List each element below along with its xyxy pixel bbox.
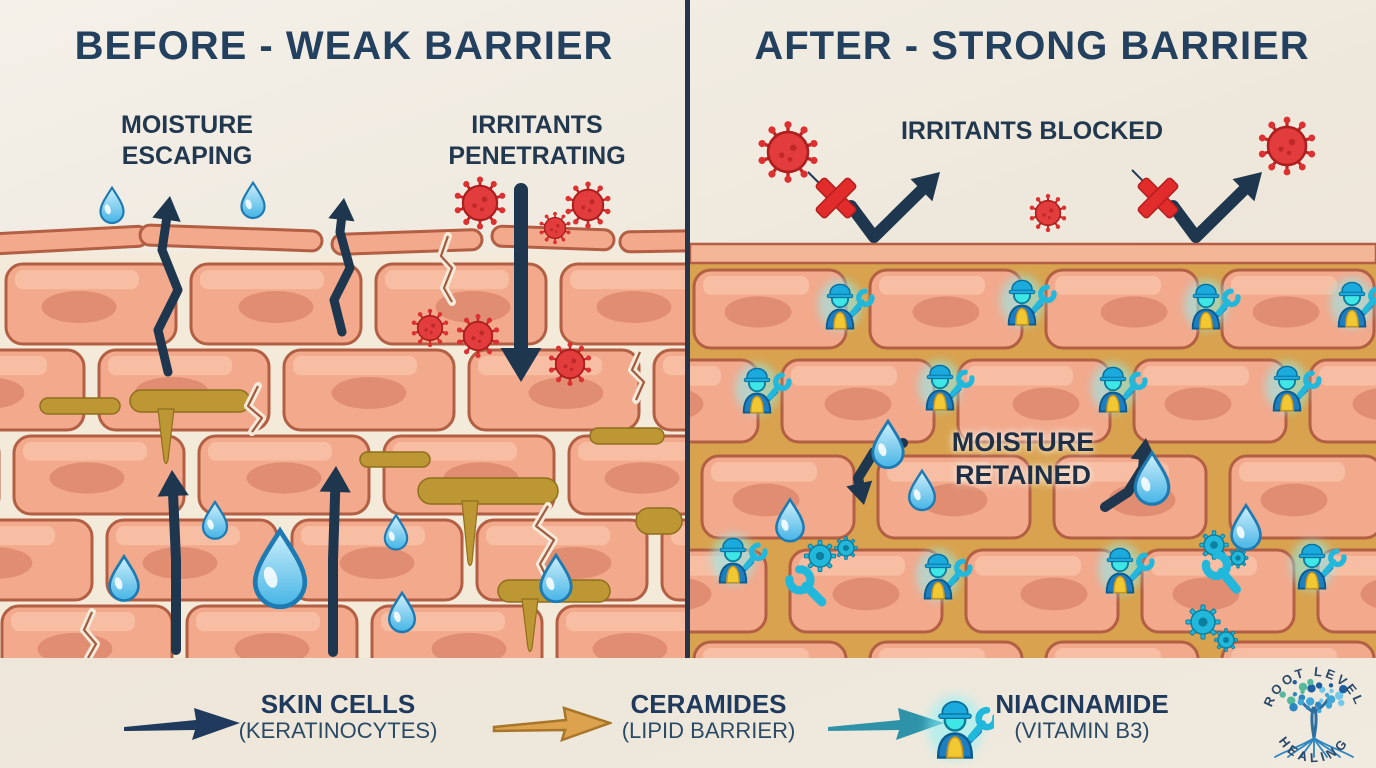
gear-icon bbox=[1214, 628, 1238, 652]
legend-item-skin-cells-arrow bbox=[122, 700, 242, 749]
legend-niacinamide-sublabel: (VITAMIN B3) bbox=[1014, 718, 1150, 744]
gear-icon bbox=[834, 536, 858, 560]
blocked-x-icon bbox=[815, 177, 857, 219]
brand-logo: ROOT LEVEL HEALING bbox=[1256, 662, 1372, 768]
moisture-up-arrow bbox=[319, 466, 351, 657]
right-panel-illustration bbox=[688, 116, 1376, 658]
moisture-retained-label: MOISTURE RETAINED bbox=[952, 426, 1095, 492]
legend-item-ceramides-arrow bbox=[492, 700, 614, 749]
irritants-blocked-label: IRRITANTS BLOCKED bbox=[900, 117, 1164, 145]
legend-skin-cells-sublabel: (KERATINOCYTES) bbox=[238, 718, 438, 744]
moisture-escaping-line2: ESCAPING bbox=[121, 141, 253, 170]
blocked-x-icon bbox=[1137, 177, 1179, 219]
before-title: BEFORE - WEAK BARRIER bbox=[74, 24, 614, 68]
deflect-arrow bbox=[845, 172, 940, 243]
irritant-virus-icon bbox=[456, 313, 500, 359]
legend-item-niacinamide-arrow bbox=[826, 700, 946, 749]
gear-icon bbox=[1227, 547, 1249, 569]
moisture-up-arrow bbox=[152, 196, 183, 377]
water-drop-icon bbox=[240, 181, 266, 220]
panel-divider bbox=[685, 0, 690, 658]
gold-arrow-icon bbox=[492, 706, 614, 743]
moisture-retained-line1: MOISTURE bbox=[951, 427, 1095, 457]
navy-arrow-icon bbox=[124, 708, 240, 740]
moisture-up-arrow bbox=[157, 470, 189, 655]
legend-niacinamide-worker bbox=[916, 686, 994, 768]
irritants-penetrating-line1: IRRITANTS bbox=[471, 111, 603, 139]
irritant-virus-icon bbox=[565, 181, 611, 229]
gear-icon bbox=[803, 539, 837, 573]
legend-niacinamide-label: NIACINAMIDE bbox=[995, 689, 1169, 719]
irritant-virus-icon bbox=[758, 121, 818, 183]
irritant-virus-icon bbox=[1258, 116, 1316, 176]
gear-icon bbox=[1185, 604, 1221, 640]
water-drop-icon bbox=[99, 186, 125, 225]
niacinamide-worker-icon bbox=[916, 686, 994, 764]
irritants-penetrating-label: IRRITANTS PENETRATING bbox=[448, 110, 625, 171]
irritant-virus-icon bbox=[454, 176, 506, 230]
moisture-up-arrow bbox=[328, 198, 355, 337]
logo-tree-icon bbox=[1274, 678, 1354, 758]
legend-ceramides-sublabel: (LIPID BARRIER) bbox=[621, 718, 796, 744]
root-level-healing-logo: ROOT LEVEL HEALING bbox=[1260, 664, 1364, 766]
irritant-virus-icon bbox=[411, 308, 449, 348]
legend-item-ceramides: CERAMIDES (LIPID BARRIER) bbox=[606, 689, 811, 744]
irritant-virus-icon bbox=[548, 341, 592, 387]
deflect-arrow bbox=[1167, 172, 1262, 243]
left-panel-illustration bbox=[0, 176, 686, 658]
teal-arrow-icon bbox=[828, 708, 944, 740]
moisture-escaping-line1: MOISTURE bbox=[121, 111, 253, 139]
legend-ceramides-label: CERAMIDES bbox=[630, 689, 787, 719]
moisture-escaping-label: MOISTURE ESCAPING bbox=[121, 110, 253, 171]
after-title: AFTER - STRONG BARRIER bbox=[754, 24, 1310, 68]
irritants-penetrating-line2: PENETRATING bbox=[448, 141, 626, 170]
irritant-virus-icon bbox=[1029, 193, 1067, 233]
moisture-retained-line2: RETAINED bbox=[954, 459, 1092, 490]
irritant-down-arrow bbox=[500, 183, 542, 382]
legend-item-skin-cells: SKIN CELLS (KERATINOCYTES) bbox=[238, 689, 438, 744]
irritant-virus-icon bbox=[539, 211, 571, 245]
legend-skin-cells-label: SKIN CELLS bbox=[260, 689, 416, 719]
legend-item-niacinamide: NIACINAMIDE (VITAMIN B3) bbox=[992, 689, 1172, 744]
